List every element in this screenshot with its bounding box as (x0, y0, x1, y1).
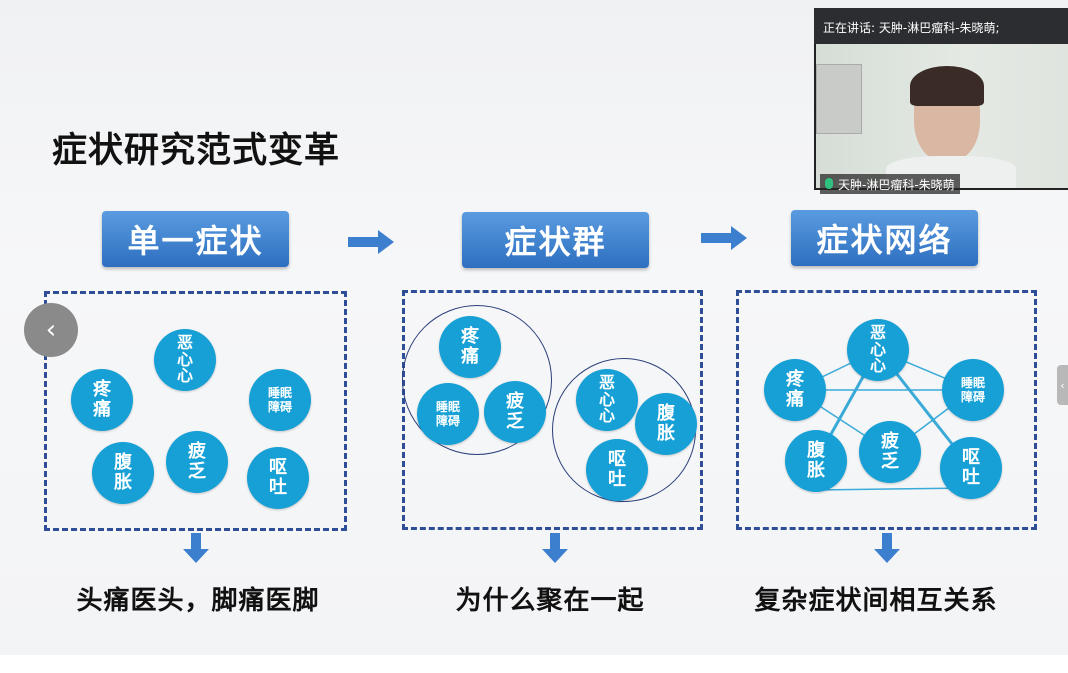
panel-single-symptom (44, 291, 347, 531)
chevron-left-icon: ‹ (45, 315, 57, 345)
symptom-label: 疼痛 (93, 378, 111, 420)
symptom-node-nausea: 恶心 心 (576, 369, 638, 431)
symptom-label: 恶心 心 (176, 332, 193, 386)
symptom-node-nausea: 恶心 心 (154, 329, 216, 391)
participant-name-label: 天肿-淋巴瘤科-朱晓萌 (820, 174, 960, 194)
symptom-node-nausea: 恶心 心 (847, 319, 909, 381)
arrow-down-icon (542, 533, 568, 563)
symptom-node-pain: 疼痛 (764, 359, 826, 421)
side-panel-toggle[interactable]: ‹ (1057, 365, 1068, 405)
symptom-node-vomit: 呕吐 (247, 447, 309, 509)
symptom-node-bloating: 腹胀 (92, 442, 154, 504)
participant-name: 天肿-淋巴瘤科-朱晓萌 (838, 178, 955, 192)
caption-cluster: 为什么聚在一起 (455, 586, 645, 616)
symptom-label: 睡眠障碍 (267, 385, 292, 414)
speaking-indicator: 正在讲话: 天肿-淋巴瘤科-朱晓萌; (814, 8, 1068, 44)
arrow-down-icon (183, 533, 209, 563)
symptom-node-fatigue: 疲乏 (166, 431, 228, 493)
symptom-node-pain: 疼痛 (71, 369, 133, 431)
symptom-label: 恶心 心 (598, 372, 615, 426)
speaker-hair (910, 66, 984, 106)
symptom-label: 睡眠障碍 (435, 399, 460, 428)
symptom-node-bloating: 腹胀 (635, 393, 697, 455)
microphone-icon (825, 178, 833, 189)
symptom-node-sleep: 睡眠障碍 (942, 359, 1004, 421)
speaker-video-window[interactable]: 正在讲话: 天肿-淋巴瘤科-朱晓萌; 天肿-淋巴瘤科-朱晓萌 (814, 8, 1068, 194)
caption-single: 头痛医头，脚痛医脚 (76, 586, 320, 616)
caption-network: 复杂症状间相互关系 (754, 586, 998, 616)
header-single-symptom: 单一症状 (102, 211, 289, 267)
symptom-label: 呕吐 (608, 448, 626, 490)
symptom-label: 疲乏 (881, 430, 899, 472)
arrow-down-icon (874, 533, 900, 563)
cluster-ring (402, 305, 552, 455)
symptom-label: 睡眠障碍 (960, 375, 985, 404)
symptom-node-vomit: 呕吐 (940, 437, 1002, 499)
symptom-label: 疼痛 (461, 325, 479, 367)
previous-slide-button[interactable]: ‹ (24, 303, 78, 357)
symptom-label: 腹胀 (657, 402, 675, 444)
symptom-node-vomit: 呕吐 (586, 439, 648, 501)
symptom-label: 恶心 心 (869, 322, 886, 376)
wall-device (816, 64, 862, 134)
symptom-node-sleep: 睡眠障碍 (417, 383, 479, 445)
symptom-label: 腹胀 (114, 451, 132, 493)
symptom-label: 疲乏 (506, 390, 524, 432)
symptom-node-sleep: 睡眠障碍 (249, 369, 311, 431)
video-feed: 天肿-淋巴瘤科-朱晓萌 (816, 44, 1068, 194)
symptom-label: 疲乏 (188, 440, 206, 482)
arrow-right-icon (348, 230, 394, 254)
header-symptom-network: 症状网络 (791, 210, 978, 266)
symptom-label: 呕吐 (269, 456, 287, 498)
symptom-label: 呕吐 (962, 446, 980, 488)
arrow-right-icon (701, 226, 747, 250)
symptom-node-fatigue: 疲乏 (859, 421, 921, 483)
header-symptom-cluster: 症状群 (462, 212, 649, 268)
symptom-label: 疼痛 (786, 368, 804, 410)
slide-title: 症状研究范式变革 (52, 131, 341, 171)
panel-symptom-cluster (402, 290, 703, 530)
symptom-node-pain: 疼痛 (439, 316, 501, 378)
symptom-node-fatigue: 疲乏 (484, 381, 546, 443)
symptom-label: 腹胀 (807, 439, 825, 481)
symptom-node-bloating: 腹胀 (785, 430, 847, 492)
chevron-left-icon: ‹ (1060, 378, 1065, 392)
panel-symptom-network (736, 290, 1037, 530)
